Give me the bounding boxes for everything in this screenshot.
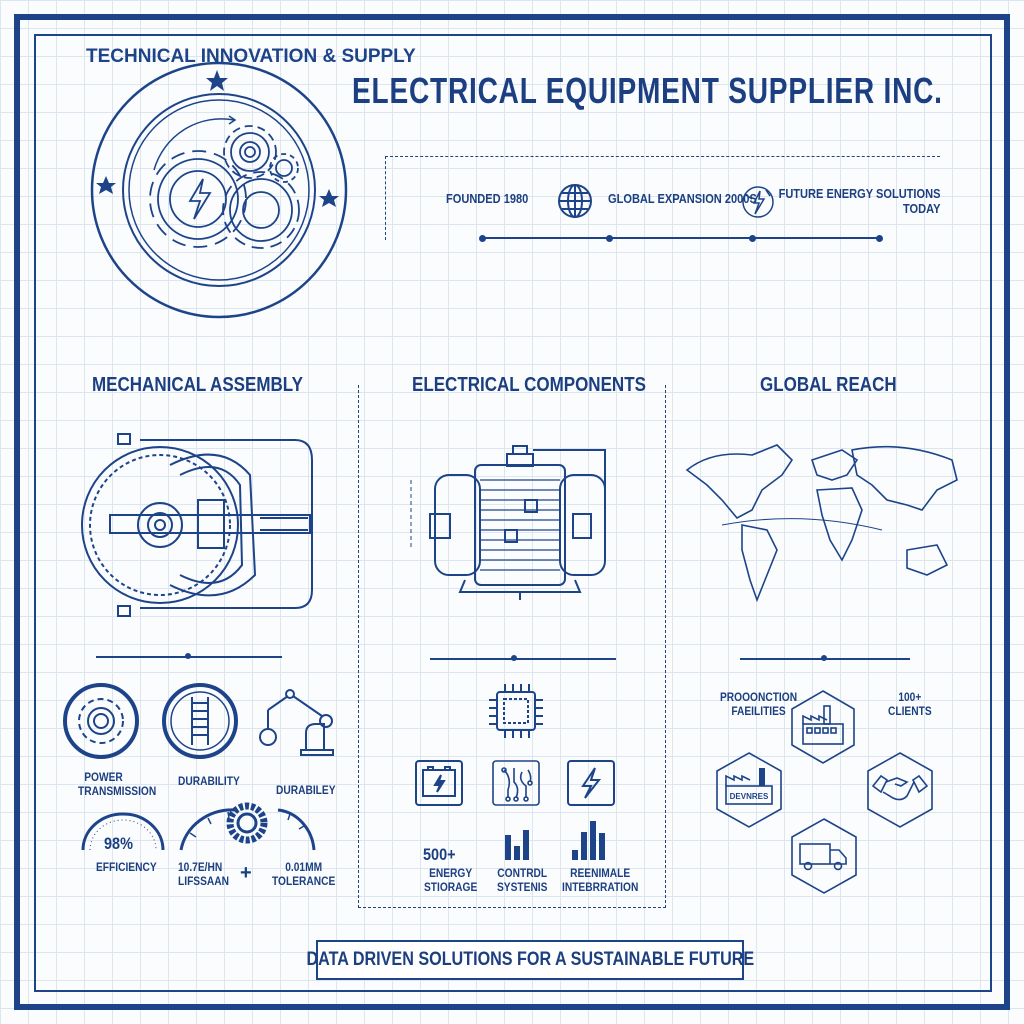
inner-frame xyxy=(34,34,992,992)
battery-icon xyxy=(415,760,463,806)
heading-global: Global Reach xyxy=(760,374,897,396)
globe-lightning-icon xyxy=(742,186,774,218)
timeline-dot xyxy=(749,235,756,242)
gauge-lifespan-label: Lifssaan xyxy=(178,874,229,888)
gauge-efficiency-value: 98% xyxy=(104,834,133,853)
feature-line: Power xyxy=(84,770,123,784)
electric-motor-drawing xyxy=(410,445,606,600)
feature-durability: Durability xyxy=(178,774,240,788)
hexagon-factory-sign: Devnres xyxy=(716,752,782,828)
gauge-tolerance-label: Tolerance xyxy=(272,874,336,888)
logo-text: Technical Innovation & Supply xyxy=(86,46,416,67)
timeline-line xyxy=(483,237,881,239)
bar xyxy=(590,821,596,860)
timeline-future-line1: Future Energy Solutions xyxy=(778,186,940,201)
energy-storage-value: 500+ xyxy=(423,845,456,864)
gear-icon xyxy=(63,683,139,759)
energy-storage-label: Energy Stiorage xyxy=(424,866,477,894)
page-title: Electrical Equipment Supplier Inc. xyxy=(352,70,943,111)
stat-line: Energy xyxy=(429,866,473,880)
microchip-icon xyxy=(489,684,543,738)
renewable-bar-icon xyxy=(572,821,605,860)
gauge-lifespan: 10.7E/hn Lifssaan xyxy=(178,860,229,888)
timeline-dot xyxy=(606,235,613,242)
heading-electrical: Electrical Components xyxy=(412,374,646,396)
timeline-expansion: Global Expansion 2000s xyxy=(608,191,757,206)
star-icon xyxy=(96,176,116,194)
footer-banner: Data Driven Solutions for a Sustainable … xyxy=(306,940,754,980)
mechanical-assembly-drawing xyxy=(81,433,313,617)
stat-line: Systenis xyxy=(497,880,548,894)
bar xyxy=(581,832,587,860)
lifespan-gauge xyxy=(179,808,236,851)
gear-icon xyxy=(226,802,268,844)
divider-dot xyxy=(511,655,517,661)
label-line: 100+ xyxy=(898,690,922,704)
stat-line: Contrdl xyxy=(497,866,548,880)
world-map xyxy=(685,444,958,603)
handshake-icon xyxy=(871,774,929,801)
lightning-icon xyxy=(188,178,212,220)
bar xyxy=(523,830,529,860)
circuit-icon xyxy=(492,760,540,806)
control-systems-bar-icon xyxy=(505,830,529,860)
timeline-dot xyxy=(876,235,883,242)
timeline-border xyxy=(385,156,940,157)
hexagon-factory xyxy=(791,690,855,764)
gear-icon xyxy=(149,125,300,249)
plus-sign: + xyxy=(240,862,252,884)
timeline-border xyxy=(385,156,386,240)
label-line: Prooonction xyxy=(720,690,798,704)
gauge-efficiency-label: Efficiency xyxy=(96,860,157,874)
gauge-lifespan-value: 10.7E/hn xyxy=(178,860,223,874)
label-line: Faeilities xyxy=(731,704,786,718)
gauge-tolerance: 0.01mm Tolerance xyxy=(272,860,335,888)
divider xyxy=(430,658,616,660)
gauge-tolerance-value: 0.01mm xyxy=(285,860,323,874)
hexagon-truck xyxy=(791,818,857,894)
timeline-dot xyxy=(479,235,486,242)
hexagon-handshake xyxy=(867,752,933,828)
footer-banner-text: Data Driven Solutions for a Sustainable … xyxy=(306,949,754,970)
feature-line: Transmission xyxy=(78,784,157,798)
label-line: Clients xyxy=(888,704,932,718)
divider-dot xyxy=(821,655,827,661)
bar xyxy=(572,850,578,860)
stat-line: Reenimale xyxy=(570,866,631,880)
factory-icon xyxy=(802,705,844,745)
factory-icon xyxy=(725,774,773,805)
star-icon xyxy=(206,70,228,91)
tolerance-gauge xyxy=(277,808,316,851)
production-facilities-label: Prooonction Faeilities xyxy=(720,690,797,718)
timeline-future: Future Energy Solutions Today xyxy=(778,186,940,216)
clients-label: 100+ Clients xyxy=(888,690,932,718)
control-systems-label: Contrdl Systenis xyxy=(497,866,547,894)
feature-durabiley: Durabiley xyxy=(276,783,336,797)
bar xyxy=(599,833,605,860)
stat-line: Intebrration xyxy=(562,880,639,894)
truck-icon xyxy=(799,843,847,871)
electrical-panel xyxy=(358,385,666,908)
spring-icon xyxy=(162,683,238,759)
bar xyxy=(514,846,520,860)
divider-dot xyxy=(185,653,191,659)
star-icon xyxy=(319,189,339,207)
globe-icon xyxy=(558,184,592,218)
stat-line: Stiorage xyxy=(424,880,478,894)
robot-arm-icon xyxy=(259,689,334,756)
efficiency-gauge xyxy=(81,812,165,851)
timeline-future-line2: Today xyxy=(902,201,940,216)
factory-sign-text: Devnres xyxy=(730,792,769,801)
lightning-icon xyxy=(567,760,615,806)
feature-power-transmission: Power Transmission xyxy=(78,770,157,798)
timeline-founded: Founded 1980 xyxy=(446,191,529,206)
logo-seal: Technical Innovation & Supply xyxy=(86,46,416,319)
outer-frame xyxy=(14,14,1010,1010)
renewable-integration-label: Reenimale Intebrration xyxy=(562,866,638,894)
heading-mechanical: Mechanical Assembly xyxy=(92,374,303,396)
bar xyxy=(505,835,511,860)
